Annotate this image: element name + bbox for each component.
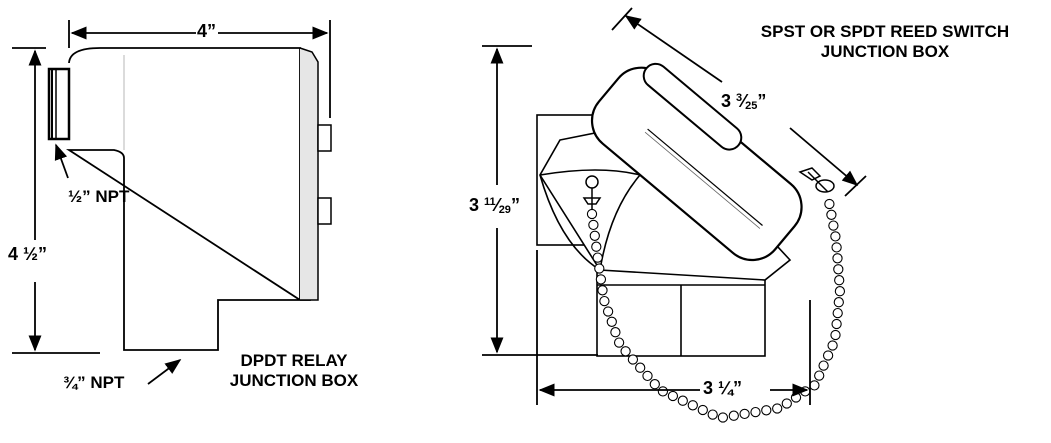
chain-bead xyxy=(592,252,603,263)
chain-bead xyxy=(606,316,617,327)
half-npt-leader xyxy=(54,143,69,179)
reed-switch-title-line1: SPST OR SPDT REED SWITCH xyxy=(760,22,1010,41)
chain-bead xyxy=(750,406,761,418)
chain-bead xyxy=(800,386,811,397)
chain-bead xyxy=(826,209,837,220)
chain-bead xyxy=(761,405,772,416)
chain-bead xyxy=(832,307,843,319)
three-quarter-npt-label: ¾” NPT xyxy=(63,373,125,392)
reed-switch-junction-box xyxy=(536,62,835,357)
chain-bead xyxy=(589,230,600,241)
diagonal-num: 3 xyxy=(736,92,743,104)
stud-upper xyxy=(317,124,332,152)
left-height-label: 4 ½” xyxy=(8,244,48,264)
left-width-label: 4” xyxy=(197,21,217,41)
dpdt-title: DPDT RELAY JUNCTION BOX xyxy=(224,351,364,391)
chain-bead xyxy=(649,379,660,390)
bead-chain xyxy=(586,198,846,423)
dpdt-junction-box xyxy=(47,47,332,351)
chain-bead xyxy=(739,408,750,420)
chain-bead xyxy=(597,285,608,296)
chain-bead xyxy=(833,264,844,275)
three-quarter-npt-leader xyxy=(147,359,182,385)
chain-bead xyxy=(790,392,802,403)
chain-bead xyxy=(588,219,599,231)
chain-bead xyxy=(586,208,598,220)
chain-bead xyxy=(830,231,841,242)
chain-bead xyxy=(627,354,639,365)
chain-anchor-left xyxy=(582,175,602,214)
chain-bead xyxy=(830,329,841,341)
right-width-label: 3 ¼” xyxy=(703,378,743,398)
right-height-label: 3 11⁄29” xyxy=(469,195,520,216)
dpdt-title-line2: JUNCTION BOX xyxy=(229,371,359,390)
left-dimensions xyxy=(12,20,331,385)
chain-bead xyxy=(824,198,835,210)
diagonal-whole: 3 xyxy=(721,91,732,111)
chain-bead xyxy=(613,337,625,348)
chain-bead xyxy=(717,412,729,423)
chain-bead xyxy=(687,400,698,411)
right-dimensions xyxy=(482,7,867,405)
chain-bead xyxy=(828,220,839,231)
chain-bead xyxy=(602,306,614,317)
right-height-num: 11 xyxy=(484,196,496,208)
chain-bead xyxy=(697,404,708,416)
chain-bead xyxy=(707,409,718,420)
chain-bead xyxy=(834,275,845,286)
diagonal-dimension-line xyxy=(624,15,723,83)
chain-bead xyxy=(677,395,688,406)
chain-bead xyxy=(822,350,834,361)
half-npt-label: ½” NPT xyxy=(68,187,130,206)
chain-bead xyxy=(832,253,843,264)
diagonal-label: 3 3⁄25” xyxy=(721,91,767,112)
chain-bead xyxy=(814,370,825,381)
reed-switch-title-line2: JUNCTION BOX xyxy=(820,42,950,61)
chain-bead xyxy=(781,398,792,409)
right-height-den: 29 xyxy=(498,204,511,216)
chain-bead xyxy=(610,327,621,338)
chain-bead xyxy=(667,390,679,402)
chain-bead xyxy=(594,263,605,274)
chain-bead xyxy=(809,380,820,391)
diagonal-den: 25 xyxy=(745,100,758,112)
chain-anchor-right xyxy=(798,167,835,193)
chain-bead xyxy=(595,274,607,285)
chain-bead xyxy=(831,242,842,253)
dpdt-title-line1: DPDT RELAY xyxy=(240,351,348,370)
chain-bead xyxy=(591,241,602,252)
chain-bead xyxy=(657,386,669,397)
half-inch-npt-fitting xyxy=(47,67,71,141)
chain-bead xyxy=(728,410,739,421)
chain-bead xyxy=(831,318,842,330)
chain-bead xyxy=(827,340,838,351)
chain-bead xyxy=(833,297,844,308)
chain-bead xyxy=(772,403,783,414)
chain-bead xyxy=(834,286,846,297)
chain-bead xyxy=(599,295,610,307)
reed-switch-title: SPST OR SPDT REED SWITCH JUNCTION BOX xyxy=(720,22,1050,62)
chain-bead xyxy=(818,360,829,371)
stud-lower xyxy=(317,197,332,225)
chain-bead xyxy=(642,370,653,382)
chain-bead xyxy=(635,362,646,373)
chain-bead xyxy=(620,346,631,357)
right-height-whole: 3 xyxy=(469,195,480,215)
